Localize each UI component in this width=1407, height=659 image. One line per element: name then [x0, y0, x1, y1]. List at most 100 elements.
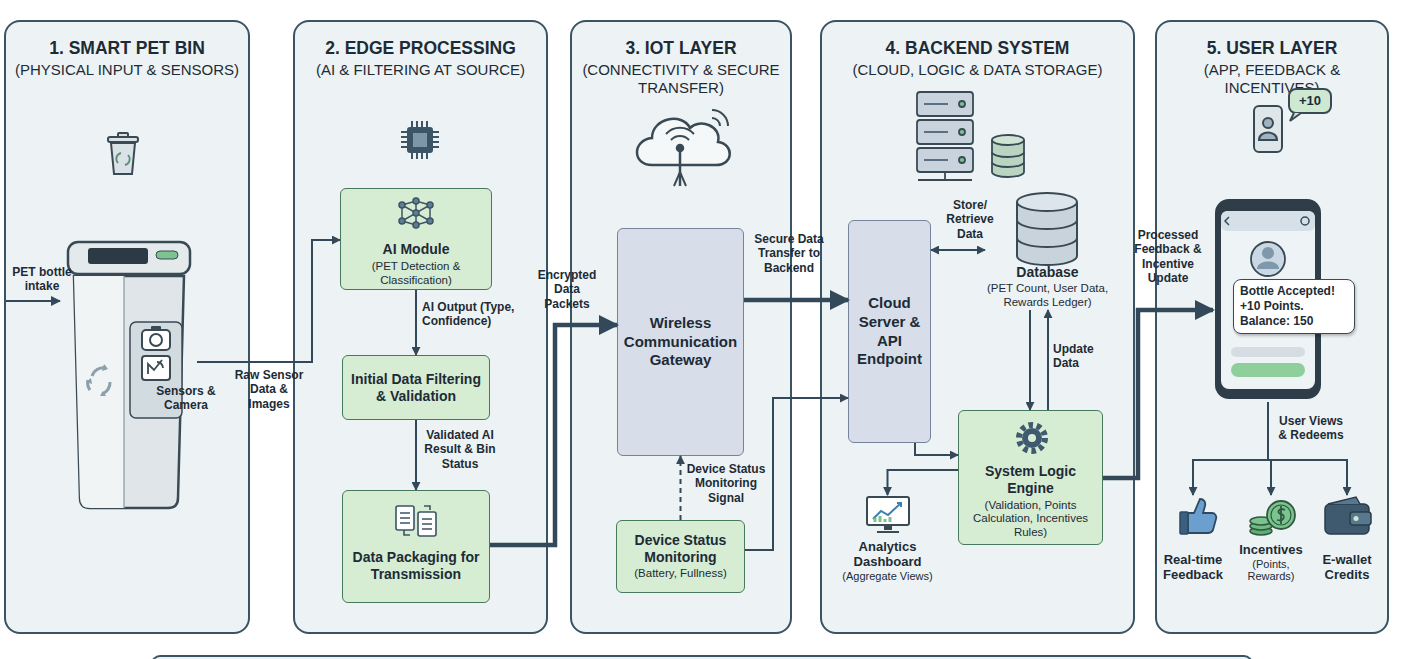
- text-group: 2. EDGE PROCESSING(AI & FILTERING AT SOU…: [295, 22, 546, 79]
- node-title: 1. SMART PET BIN: [14, 38, 240, 59]
- smart-bin-outline: [62, 236, 197, 516]
- decor-path: [992, 152, 1024, 167]
- decor-circle: [413, 198, 419, 204]
- decor-path: [404, 506, 430, 535]
- decor-circle: [150, 334, 162, 346]
- decor-path: [1017, 220, 1077, 247]
- node-title: System Logic Engine: [965, 463, 1096, 497]
- decor-circle: [959, 129, 965, 135]
- layer-panel: 3. IOT LAYER(CONNECTIVITY & SECURE TRANS…: [570, 20, 792, 634]
- connector-arrow: [197, 240, 340, 362]
- process-box: AI Module(PET Detection & Classification…: [340, 188, 492, 290]
- database-cylinder: Database(PET Count, User Data, Rewards L…: [985, 190, 1110, 310]
- connector-arrow: [744, 298, 848, 303]
- decor-path: [86, 364, 108, 396]
- node-subtitle: (PET Detection & Classification): [347, 260, 485, 288]
- server-box: Cloud Server & API Endpoint: [848, 220, 931, 443]
- decor-path: [674, 172, 686, 186]
- decor-rect: [418, 512, 436, 536]
- connector-arrow: [1029, 310, 1031, 410]
- decor-rect: [142, 330, 170, 350]
- incentive-icon: Incentives(Points, Rewards): [1235, 495, 1307, 583]
- decor-path: [1257, 262, 1279, 270]
- decor-rect: [68, 242, 190, 274]
- decor-path: [873, 503, 901, 519]
- connector-arrow: [888, 470, 959, 495]
- decor-path: [1290, 113, 1301, 121]
- connector-arrow: [1193, 402, 1268, 495]
- decor-rect: [867, 497, 909, 525]
- node-subtitle: (CLOUD, LOGIC & DATA STORAGE): [830, 61, 1125, 79]
- node-title: Data Packaging for Transmission: [349, 549, 483, 583]
- decor-line: [6, 300, 60, 302]
- decor-path: [1225, 217, 1229, 225]
- text-group: Sensors & Camera: [154, 384, 218, 413]
- decor-rect: [917, 148, 973, 172]
- decor-path: [1259, 133, 1277, 141]
- connector-arrow: [1103, 310, 1213, 478]
- decor-circle: [677, 145, 683, 151]
- decor-circle: [1022, 428, 1042, 448]
- node-title: Device Status Monitoring: [623, 532, 738, 566]
- smart-bin: Sensors & Camera: [62, 236, 197, 516]
- node-subtitle: (Validation, Points Calculation, Incenti…: [965, 499, 1096, 540]
- decor-rect: [1221, 211, 1315, 231]
- decor-rect: [407, 127, 433, 153]
- decor-path: [992, 140, 1024, 177]
- decor-g: [401, 121, 439, 159]
- decor-circle: [1271, 505, 1291, 525]
- text-group: 4. BACKEND SYSTEM(CLOUD, LOGIC & DATA ST…: [822, 22, 1133, 79]
- layer-panel: 2. EDGE PROCESSING(AI & FILTERING AT SOU…: [293, 20, 548, 634]
- decor-rect: [1254, 106, 1282, 152]
- process-box: Device Status Monitoring(Battery, Fullne…: [616, 520, 745, 593]
- connector-arrow: [1047, 310, 1049, 410]
- decor-ellipse: [992, 135, 1024, 145]
- node-title: 2. EDGE PROCESSING: [303, 38, 538, 59]
- node-title: Real-time Feedback: [1160, 553, 1226, 583]
- wallet-icon: E-wallet Credits: [1312, 495, 1382, 583]
- connector-arrow: [415, 420, 417, 490]
- edge-label: Device Status Monitoring Signal: [684, 462, 768, 505]
- node-title: 3. IOT LAYER: [580, 38, 782, 59]
- process-box: Initial Data Filtering & Validation: [342, 355, 490, 420]
- decor-rect: [884, 525, 892, 530]
- decor-rect: [917, 92, 973, 116]
- dashboard-icon-outline: [835, 495, 940, 537]
- decor-g: [108, 133, 138, 174]
- decor-rect: [108, 137, 138, 142]
- decor-rect: [413, 133, 427, 147]
- decor-line: [679, 150, 682, 186]
- node-title: Incentives: [1239, 543, 1303, 558]
- decor-ellipse: [1017, 193, 1077, 211]
- decor-circle: [427, 202, 433, 208]
- decor-rect: [1231, 363, 1305, 377]
- text-group: Data Packaging for Transmission: [343, 491, 489, 602]
- node-subtitle: (Points, Rewards): [1235, 558, 1307, 583]
- decor-path: [1328, 497, 1360, 504]
- connector-arrow: [915, 443, 958, 455]
- node-title: Initial Data Filtering & Validation: [349, 371, 483, 405]
- decor-path: [1188, 499, 1216, 533]
- node-subtitle: (Battery, Fullness): [634, 567, 726, 581]
- decor-path: [875, 516, 890, 522]
- wallet-icon-outline: [1312, 495, 1382, 537]
- connector-arrow: [680, 456, 682, 520]
- text-group: Wireless Communication Gateway: [618, 229, 743, 455]
- decor-path: [116, 153, 129, 165]
- text-group: Cloud Server & API Endpoint: [849, 221, 930, 442]
- text-group: Real-time Feedback: [1160, 495, 1226, 583]
- node-title: Analytics Dashboard: [835, 540, 940, 570]
- edge-label: Encrypted Data Packets: [530, 268, 604, 311]
- dashboard-icon: Analytics Dashboard(Aggregate Views): [835, 495, 940, 583]
- node-title: Database: [1016, 264, 1078, 281]
- phone-app: Bottle Accepted! +10 Points. Balance: 15…: [1213, 197, 1323, 402]
- decor-rect: [152, 656, 1252, 659]
- connector-arrow: [1268, 402, 1347, 495]
- logic-box: System Logic Engine(Validation, Points C…: [958, 410, 1103, 545]
- decor-g: [1254, 89, 1331, 152]
- decor-circle: [427, 218, 433, 224]
